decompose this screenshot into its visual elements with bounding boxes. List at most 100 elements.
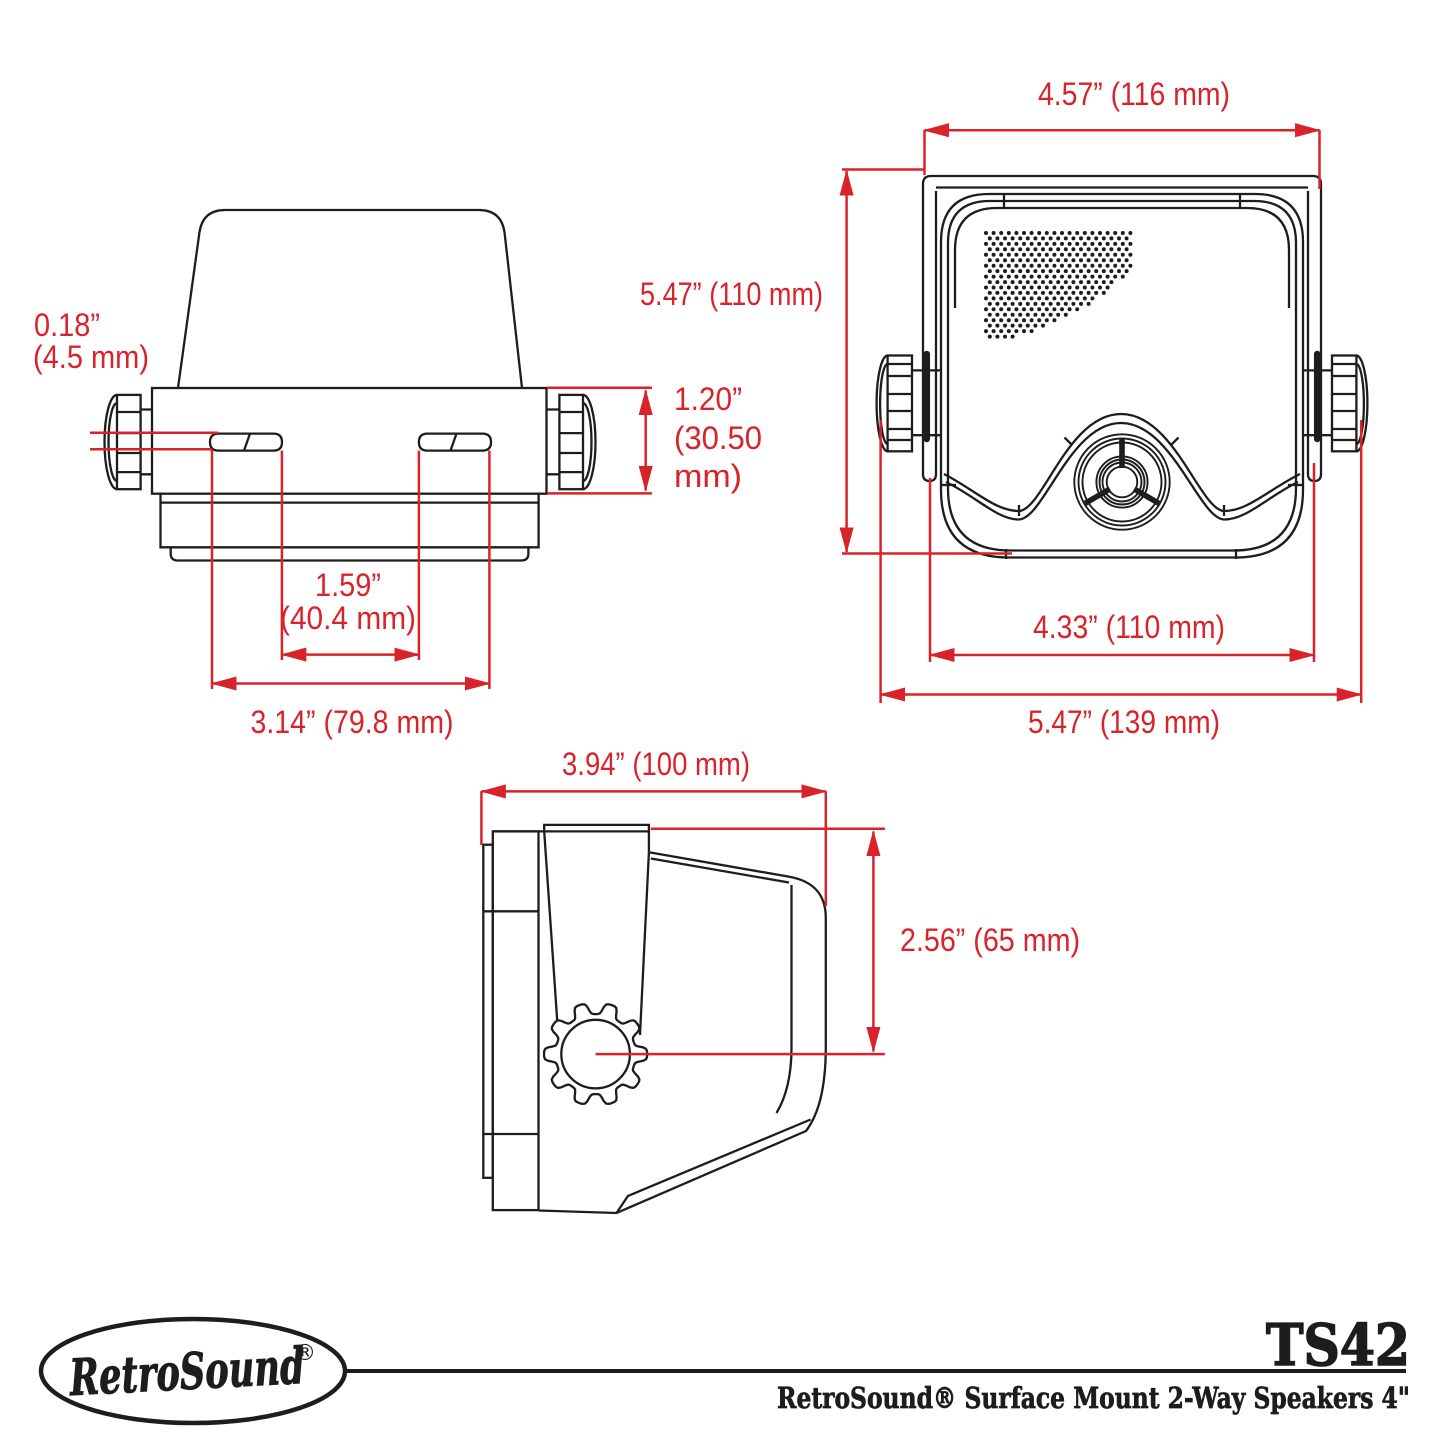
perforation-dot xyxy=(1067,285,1072,290)
perforation-dot xyxy=(1060,274,1064,279)
perforation-dot xyxy=(1022,318,1026,323)
perforation-dot xyxy=(1010,290,1015,295)
perforation-dot xyxy=(1067,274,1072,279)
perforation-dot xyxy=(984,231,988,235)
top-view-mount-span-label: 3.14” (79.8 mm) xyxy=(251,704,454,740)
perforation-dot xyxy=(1025,312,1030,317)
perforation-dot xyxy=(1063,280,1068,285)
perforation-dot xyxy=(1082,252,1087,257)
perforation-dot xyxy=(1044,285,1049,290)
perforation-dot xyxy=(1052,263,1057,268)
perforation-dot xyxy=(987,290,992,295)
perforation-dot xyxy=(1075,296,1080,301)
perforation-dot xyxy=(1105,285,1110,290)
product-line-title: RetroSound® Surface Mount 2-Way Speakers… xyxy=(777,1381,1410,1415)
perforation-dot xyxy=(1101,290,1106,295)
perforation-dot xyxy=(991,329,996,334)
perforation-dot xyxy=(1101,247,1106,252)
perforation-dot xyxy=(1025,323,1030,328)
perforation-dot xyxy=(1082,296,1087,301)
front-view-right-knob xyxy=(1330,354,1358,453)
perforation-dot xyxy=(1044,318,1049,323)
perforation-dot xyxy=(1086,280,1091,285)
perforation-dot xyxy=(1006,307,1011,312)
tweeter-dome xyxy=(1105,465,1139,499)
perforation-dot xyxy=(1044,307,1049,312)
perforation-dot xyxy=(995,247,1000,252)
perforation-dot xyxy=(1006,241,1011,246)
front-view-wave-tick xyxy=(1063,436,1073,446)
perforation-dot xyxy=(1086,290,1091,295)
perforation-dot xyxy=(1109,280,1114,285)
perforation-dot xyxy=(1094,236,1099,241)
perforation-dot xyxy=(1071,280,1076,285)
perforation-dot xyxy=(1117,236,1121,241)
perforation-dot xyxy=(1067,241,1072,246)
logo-registered-mark: ® xyxy=(294,1341,316,1366)
perforation-dot xyxy=(1098,252,1102,257)
top-view-right-slot xyxy=(417,432,493,452)
front-view-top-width-label: 4.57” (116 mm) xyxy=(1038,76,1230,112)
perforation-dot xyxy=(1029,307,1034,312)
perforation-dot xyxy=(1006,318,1011,323)
perforation-dot xyxy=(991,318,996,323)
top-view-bracket-height-label-line3: mm) xyxy=(674,458,742,494)
perforation-dot xyxy=(1082,231,1087,235)
top-view-right-knob xyxy=(558,393,585,491)
perforation-dot xyxy=(1041,269,1045,274)
perforation-dot xyxy=(1090,296,1095,301)
front-view-face-outer xyxy=(939,192,1305,559)
perforation-dot xyxy=(1037,241,1042,246)
perforation-dot xyxy=(1071,269,1076,274)
perforation-dot xyxy=(1041,258,1045,263)
perforation-dot xyxy=(1022,307,1026,312)
perforation-dot xyxy=(1063,236,1068,241)
perforation-dot xyxy=(1056,280,1061,285)
perforation-dot xyxy=(987,280,992,285)
perforation-dot xyxy=(1029,296,1034,301)
perforation-dot xyxy=(1025,236,1030,241)
perforation-dot xyxy=(1079,269,1083,274)
perforation-dot xyxy=(987,312,992,317)
perforation-dot xyxy=(1113,241,1118,246)
perforation-dot xyxy=(1124,258,1129,263)
perforation-dot xyxy=(1018,247,1023,252)
perforation-dot xyxy=(1075,307,1080,312)
perforation-dot xyxy=(1006,296,1011,301)
perforation-dot xyxy=(991,231,996,235)
side-view-body-top-inner xyxy=(650,857,790,884)
perforation-dot xyxy=(1124,247,1129,252)
perforation-dot xyxy=(1056,236,1061,241)
perforation-dot xyxy=(1090,274,1095,279)
perforation-dot xyxy=(1022,231,1026,235)
perforation-dot xyxy=(987,258,992,263)
perforation-dot xyxy=(1120,241,1125,246)
side-view-bracket-bar xyxy=(492,823,651,853)
perforation-dot xyxy=(1029,252,1034,257)
perforation-dot xyxy=(1105,241,1110,246)
perforation-dot xyxy=(1048,258,1053,263)
front-view-right-knob-stem xyxy=(1303,369,1332,437)
top-view-dimensions xyxy=(90,386,653,691)
perforation-dot xyxy=(1067,296,1072,301)
perforation-dot xyxy=(999,329,1004,334)
perforation-dot xyxy=(1010,280,1015,285)
perforation-dot xyxy=(1079,280,1083,285)
top-view-left-knob xyxy=(115,393,142,491)
perforation-dot xyxy=(1086,236,1091,241)
perforation-dot xyxy=(1022,252,1026,257)
perforation-dot xyxy=(1029,318,1034,323)
footer: RetroSound ® TS42 RetroSound® Surface Mo… xyxy=(38,1311,1411,1426)
perforation-dot xyxy=(1029,241,1034,246)
top-view xyxy=(103,208,597,562)
perforation-dot xyxy=(1006,252,1011,257)
perforation-dot xyxy=(1075,252,1080,257)
perforation-dot xyxy=(1014,241,1019,246)
front-view-left-knob-dome-inner xyxy=(878,362,888,446)
perforation-dot xyxy=(1018,290,1023,295)
perforation-dot xyxy=(1090,252,1095,257)
top-view-lip xyxy=(169,547,530,562)
perforation-dot xyxy=(1025,301,1030,306)
side-view-lip xyxy=(482,843,494,1179)
